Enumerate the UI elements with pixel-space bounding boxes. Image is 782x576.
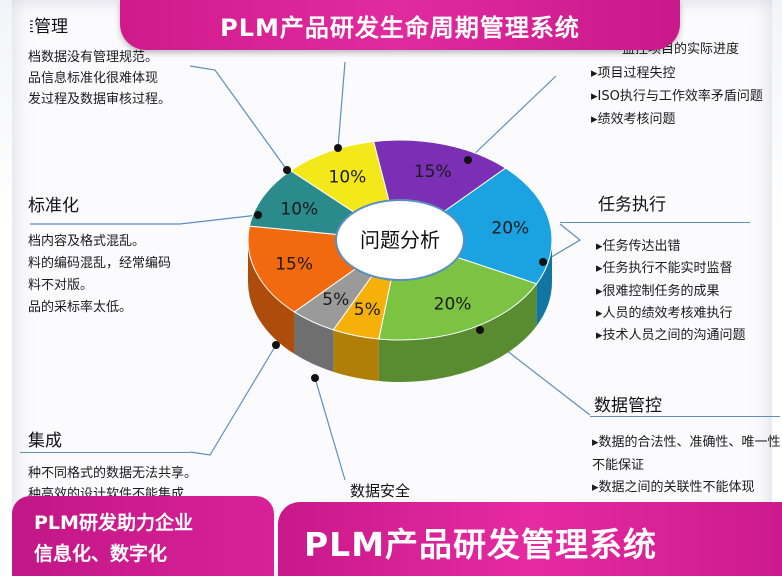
donut-center-label: 问题分析: [360, 228, 440, 252]
connector-dot-4: [476, 326, 484, 334]
text-right-mid-2: ▸任务执行不能实时监督: [596, 261, 733, 276]
connector-line-3: [542, 223, 582, 263]
text-top-left-2: 品信息标准化很难体现: [28, 71, 159, 86]
donut-label-2: 20%: [434, 295, 472, 315]
connector-line-1: [337, 61, 346, 149]
text-top-left-3: 发过程及数据审核过程。: [28, 92, 172, 107]
connector-lines: [30, 61, 591, 481]
connector-line-5: [314, 377, 346, 481]
text-right-bottom-2: 不能保证: [592, 458, 645, 473]
bottom-left-banner: PLM研发助力企业 信息化、数字化: [12, 496, 274, 576]
heading-task-execution: 任务执行: [598, 195, 666, 215]
connector-line-0: [189, 65, 288, 171]
donut-side-3: [333, 329, 379, 382]
text-right-mid-5: ▸技术人员之间的沟通问题: [596, 328, 746, 343]
connector-line-7: [30, 214, 259, 225]
donut-chart: 问题分析 15% 20% 20% 5%5% 15% 10% 10%: [247, 139, 553, 382]
heading-underline-integration: [20, 452, 190, 453]
bottom-left-banner-line2: 信息化、数字化: [34, 543, 168, 565]
top-title-banner: PLM产品研发生命周期管理系统: [120, 0, 680, 50]
text-top-right-2: ▸项目过程失控: [591, 66, 676, 81]
heading-underline-task: [560, 222, 750, 223]
connector-dot-1: [334, 144, 342, 152]
bottom-right-banner-text: PLM产品研发管理系统: [304, 525, 658, 564]
text-top-right-3: ▸ISO执行与工作效率矛盾问题: [591, 89, 763, 104]
text-left-mid-2: 料的编码混乱，经常编码: [28, 256, 172, 271]
donut-side-5: [248, 240, 295, 354]
text-right-mid-3: ▸很难控制任务的成果: [596, 284, 720, 299]
text-left-mid-1: 档内容及格式混乱。: [28, 234, 146, 249]
donut-label-1: 20%: [491, 218, 529, 238]
donut-label-4: 5%: [322, 290, 349, 310]
text-left-bottom-1: 种不同格式的数据无法共享。: [28, 466, 198, 481]
connector-dot-0: [283, 166, 291, 174]
text-left-mid-4: 品的采标率太低。: [28, 300, 133, 315]
donut-side-1: [536, 240, 552, 326]
connector-dot-2: [464, 156, 472, 164]
heading-standardization: 标准化: [28, 196, 79, 216]
connector-dot-7: [254, 211, 262, 219]
donut-label-6: 10%: [280, 199, 318, 219]
connector-dot-5: [311, 374, 319, 382]
text-top-left-1: 档数据没有管理规范。: [28, 50, 159, 65]
text-left-mid-3: 料不对版。: [28, 278, 94, 293]
connector-line-6: [189, 344, 277, 456]
text-right-bottom-3: ▸数据之间的关联性不能体现: [592, 480, 755, 495]
donut-label-0: 15%: [414, 162, 452, 182]
text-right-bottom-1: ▸数据的合法性、准确性、唯一性: [592, 435, 781, 450]
heading-underline-data-control: [590, 416, 780, 417]
heading-standard-management: 标准管理: [0, 17, 68, 37]
donut-label-7: 10%: [329, 167, 367, 187]
connector-line-2: [467, 75, 557, 161]
donut-label-5: 15%: [275, 254, 313, 274]
donut-label-3: 5%: [354, 300, 381, 320]
text-top-right-4: ▸绩效考核问题: [591, 112, 676, 127]
text-right-mid-1: ▸任务传达出错: [596, 239, 681, 254]
bottom-right-banner: PLM产品研发管理系统: [278, 502, 782, 576]
connector-dot-3: [539, 258, 547, 266]
connector-dot-6: [272, 341, 280, 349]
donut-center-hole: [335, 199, 465, 281]
bottom-left-banner-line1: PLM研发助力企业: [34, 512, 193, 534]
text-right-mid-4: ▸人员的绩效考核难执行: [596, 306, 733, 321]
heading-data-security: 数据安全: [350, 482, 411, 500]
heading-integration: 集成: [28, 431, 62, 451]
connector-dots: [254, 144, 547, 382]
heading-data-control: 数据管控: [594, 396, 662, 416]
top-title-text: PLM产品研发生命周期管理系统: [220, 14, 580, 42]
